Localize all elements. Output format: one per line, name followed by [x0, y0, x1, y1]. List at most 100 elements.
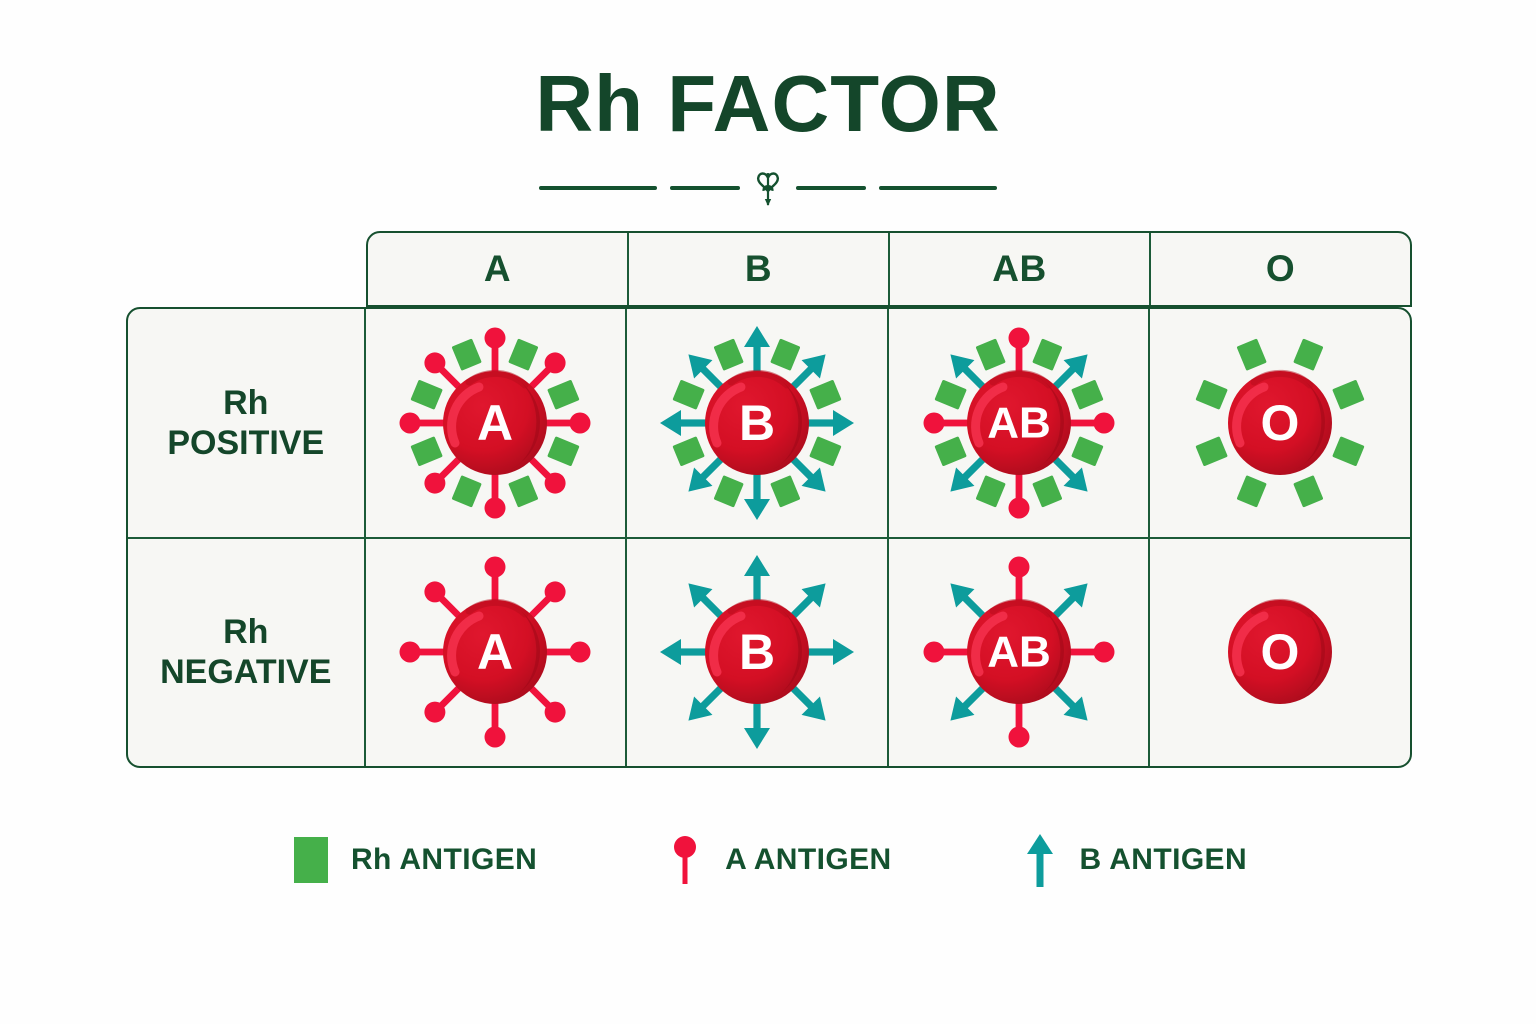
a-antigen-pin — [525, 581, 566, 623]
rh-antigen-square — [713, 338, 744, 371]
table-row: Rh NEGATIVE A B AB O — [128, 538, 1410, 767]
title-divider — [0, 168, 1536, 208]
b-antigen-arrow — [1048, 452, 1088, 492]
b-antigen-arrow — [743, 325, 770, 377]
b-antigen-arrow — [802, 639, 854, 666]
a-antigen-pin — [424, 682, 466, 723]
blood-type-letter: AB — [987, 628, 1051, 677]
rh-antigen-square — [934, 436, 966, 466]
red-blood-cell-body — [966, 599, 1071, 705]
rh-antigen-square — [1196, 436, 1228, 466]
rh-antigen-square — [1196, 379, 1228, 410]
red-pin-icon — [663, 836, 707, 884]
b-antigen-arrow — [786, 354, 826, 393]
legend-item-rh-antigen: Rh ANTIGEN — [289, 836, 537, 884]
a-antigen-pin — [484, 327, 506, 377]
divider-dash-long-right — [879, 186, 997, 190]
b-antigen-arrow — [786, 682, 826, 721]
column-header-b: B — [629, 233, 890, 305]
b-antigen-arrow — [688, 354, 727, 393]
a-antigen-pin — [1064, 641, 1115, 663]
leaf-heart-ornament-icon — [756, 172, 780, 206]
red-blood-cell-body — [1228, 599, 1333, 705]
rh-antigen-square — [975, 475, 1005, 507]
column-header-a: A — [368, 233, 629, 305]
a-antigen-pin — [424, 352, 466, 393]
rh-antigen-square — [508, 475, 539, 507]
cell-a-negative: A — [366, 538, 628, 766]
b-antigen-arrow — [786, 583, 826, 623]
blood-cell-b-icon: B — [659, 325, 854, 520]
b-antigen-arrow — [1048, 682, 1088, 721]
rh-antigen-square — [809, 379, 842, 410]
a-antigen-pin — [424, 581, 466, 623]
red-blood-cell-body — [966, 369, 1071, 475]
blood-type-letter: B — [739, 624, 775, 680]
rh-antigen-square — [1032, 475, 1062, 507]
b-antigen-arrow — [688, 452, 727, 492]
table-row: Rh POSITIVE A B AB O — [128, 309, 1410, 539]
a-antigen-pin — [541, 641, 591, 663]
rh-antigen-square — [1293, 338, 1324, 371]
matrix-body: Rh POSITIVE A B AB O Rh NEGATIVE A B AB … — [126, 307, 1412, 768]
blood-type-letter: O — [1261, 624, 1300, 680]
blood-type-letter: B — [739, 395, 775, 451]
a-antigen-pin — [923, 641, 973, 663]
rh-antigen-square — [452, 338, 482, 371]
red-blood-cell-body — [704, 599, 809, 705]
divider-dash-short-left — [670, 186, 740, 190]
matrix-header-row: A B AB O — [366, 231, 1412, 307]
rh-antigen-square — [411, 379, 443, 410]
legend-item-a-antigen: A ANTIGEN — [663, 836, 891, 884]
red-blood-cell-body — [704, 369, 809, 475]
b-antigen-arrow — [743, 468, 770, 520]
b-antigen-arrow — [949, 583, 989, 623]
blood-cell-b-icon: B — [659, 555, 854, 750]
rh-antigen-square — [809, 436, 842, 466]
rh-antigen-square — [770, 475, 800, 507]
b-antigen-arrow — [949, 452, 989, 492]
page-title: Rh FACTOR — [535, 59, 1001, 148]
a-antigen-pin — [525, 352, 566, 393]
blood-cell-ab-icon: AB — [923, 327, 1115, 519]
b-antigen-arrow — [743, 698, 770, 750]
b-antigen-arrow — [743, 555, 770, 607]
legend-label-rh-antigen: Rh ANTIGEN — [350, 843, 538, 876]
rh-antigen-square — [547, 379, 580, 410]
rh-antigen-square — [672, 436, 705, 466]
cell-b-negative: B — [627, 538, 889, 766]
legend-label-b-antigen: B ANTIGEN — [1079, 843, 1248, 876]
b-antigen-arrow — [949, 354, 989, 393]
column-header-ab: AB — [890, 233, 1151, 305]
a-antigen-pin — [923, 412, 973, 434]
rh-antigen-square — [1071, 379, 1103, 410]
blood-type-letter: A — [477, 624, 513, 680]
row-label-text: Rh NEGATIVE — [160, 613, 332, 692]
blood-cell-a-icon: A — [399, 327, 591, 519]
rh-antigen-square — [934, 379, 966, 410]
teal-arrow-icon — [1018, 834, 1062, 887]
a-antigen-pin — [1008, 698, 1030, 748]
b-antigen-arrow — [949, 682, 989, 721]
cell-o-negative: O — [1150, 539, 1410, 767]
divider-dash-short-right — [796, 186, 866, 190]
a-antigen-pin — [484, 698, 506, 748]
a-antigen-pin — [484, 556, 506, 607]
row-label-text: Rh POSITIVE — [167, 383, 325, 462]
a-antigen-pin — [541, 412, 591, 434]
cell-b-positive: B — [627, 309, 889, 537]
a-antigen-pin — [484, 468, 506, 519]
cell-a-positive: A — [366, 309, 628, 537]
rh-antigen-square — [975, 338, 1005, 371]
rh-antigen-square — [452, 475, 482, 507]
legend-label-a-antigen: A ANTIGEN — [725, 843, 892, 876]
b-antigen-arrow — [786, 452, 826, 492]
rh-antigen-square — [1032, 338, 1062, 371]
b-antigen-arrow — [659, 639, 711, 666]
a-antigen-pin — [1064, 412, 1115, 434]
blood-cell-o-icon: O — [1196, 338, 1365, 507]
row-label-rh-negative: Rh NEGATIVE — [128, 538, 366, 766]
b-antigen-arrow — [688, 682, 727, 721]
rh-antigen-square — [1332, 379, 1365, 410]
